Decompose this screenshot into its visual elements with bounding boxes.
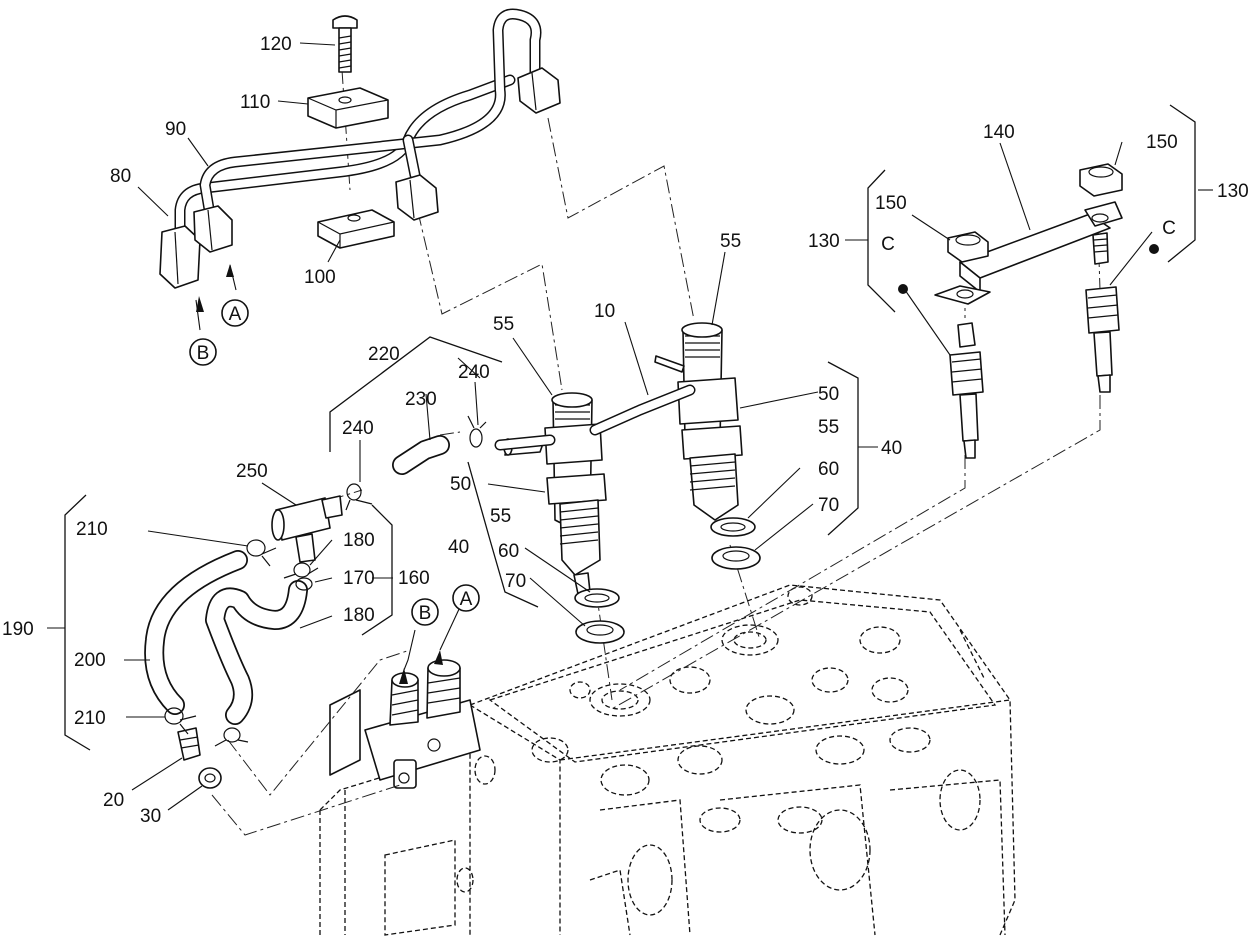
label-150-left: 150	[875, 193, 907, 214]
washers	[574, 517, 761, 644]
label-120: 120	[260, 34, 292, 55]
label-55-top-right: 55	[720, 231, 741, 252]
label-140: 140	[983, 122, 1015, 143]
ref-c-left: C	[881, 234, 895, 255]
ref-circle-b-block	[411, 598, 439, 626]
glow-plugs	[949, 232, 1120, 459]
label-55-top-left: 55	[493, 314, 514, 335]
ref-circle-a-block	[452, 584, 480, 612]
ref-dot-c-left	[898, 284, 908, 294]
label-190: 190	[2, 619, 34, 640]
label-150-right: 150	[1146, 132, 1178, 153]
injection-pipes	[159, 8, 561, 289]
part-labels: 120 110 90 80 100 140 150 150 130 130 55…	[2, 34, 1249, 827]
label-110: 110	[240, 92, 270, 113]
leak-off-pipe	[494, 384, 696, 451]
label-30: 30	[140, 806, 161, 827]
label-55-mid-left: 55	[490, 506, 511, 527]
hose-clips	[164, 415, 487, 747]
label-180-top: 180	[343, 530, 375, 551]
ref-c-right: C	[1162, 218, 1176, 239]
label-40-right: 40	[881, 438, 902, 459]
label-60-left: 60	[498, 541, 519, 562]
ref-a-top: A	[229, 304, 242, 325]
label-170: 170	[343, 568, 375, 589]
label-230: 230	[405, 389, 437, 410]
label-10: 10	[594, 301, 615, 322]
cylinder-head	[319, 584, 1016, 936]
return-hoses	[144, 435, 450, 789]
label-180-bottom: 180	[343, 605, 375, 626]
label-210-bottom: 210	[74, 708, 106, 729]
label-70-left: 70	[505, 571, 526, 592]
bus-bar	[934, 201, 1123, 305]
nuts-150	[947, 163, 1123, 263]
label-130-right: 130	[1217, 181, 1249, 202]
label-240-top: 240	[458, 362, 490, 383]
label-250: 250	[236, 461, 268, 482]
ref-circle-b-top	[189, 338, 217, 366]
brackets	[64, 104, 1196, 751]
pipe-clamps	[307, 15, 395, 249]
label-160: 160	[398, 568, 430, 589]
ref-a-block: A	[460, 589, 473, 610]
leader-lines	[47, 42, 1213, 811]
label-100: 100	[304, 267, 336, 288]
label-80: 80	[110, 166, 131, 187]
injector-left	[503, 392, 607, 595]
ref-b-block: B	[419, 603, 432, 624]
label-50-left: 50	[450, 474, 471, 495]
label-200: 200	[74, 650, 106, 671]
label-70-right: 70	[818, 495, 839, 516]
injector-right	[654, 322, 743, 521]
ref-dot-c-right	[1149, 244, 1159, 254]
ref-b-top: B	[197, 343, 210, 364]
label-40-left: 40	[448, 537, 469, 558]
label-210-top: 210	[76, 519, 108, 540]
label-240-left: 240	[342, 418, 374, 439]
label-55-mid-right: 55	[818, 417, 839, 438]
label-90: 90	[165, 119, 186, 140]
reference-markers: A B A B C C	[189, 218, 1176, 626]
label-50-right: 50	[818, 384, 839, 405]
label-130-left: 130	[808, 231, 840, 252]
ref-circle-a-top	[221, 299, 249, 327]
label-60-right: 60	[818, 459, 839, 480]
label-20: 20	[103, 790, 124, 811]
label-220: 220	[368, 344, 400, 365]
